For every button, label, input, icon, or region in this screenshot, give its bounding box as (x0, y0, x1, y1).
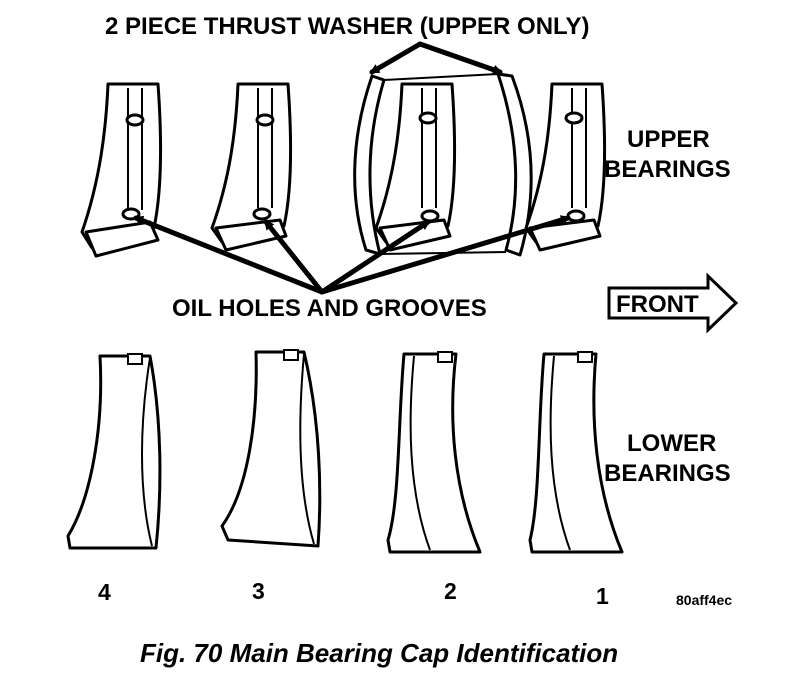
position-2: 2 (444, 578, 457, 604)
lower-bearing-1 (528, 351, 624, 554)
figure-caption: Fig. 70 Main Bearing Cap Identification (140, 638, 618, 668)
lower-bearings-label-2: BEARINGS (604, 460, 731, 487)
lower-bearing-4 (66, 353, 162, 550)
oil-holes-label: OIL HOLES AND GROOVES (172, 295, 487, 322)
oil-hole-arrow-3 (263, 219, 325, 295)
front-label: FRONT (616, 291, 699, 318)
upper-bearings-label-1: UPPER (627, 126, 710, 153)
oil-hole-arrow-1 (319, 215, 571, 295)
image-code: 80aff4ec (676, 592, 732, 608)
thrust-washer-arrow-left (369, 41, 423, 75)
oil-hole-arrow-4 (133, 215, 325, 295)
thrust-washer-arrow-right (417, 41, 503, 75)
upper-bearing-2 (374, 82, 457, 252)
thrust-washer-label: 2 PIECE THRUST WASHER (UPPER ONLY) (105, 13, 590, 40)
lower-bearings-label-1: LOWER (627, 430, 716, 457)
position-1: 1 (596, 583, 609, 609)
front-arrow-icon (607, 272, 739, 334)
upper-bearing-1 (524, 82, 607, 252)
oil-hole-arrow-2 (319, 219, 431, 295)
upper-bearing-3 (210, 82, 293, 252)
upper-bearing-4 (80, 82, 163, 258)
position-3: 3 (252, 578, 265, 604)
lower-bearing-3 (220, 349, 322, 548)
upper-bearings-label-2: BEARINGS (604, 156, 731, 183)
lower-bearing-2 (386, 351, 482, 554)
position-4: 4 (98, 579, 111, 605)
